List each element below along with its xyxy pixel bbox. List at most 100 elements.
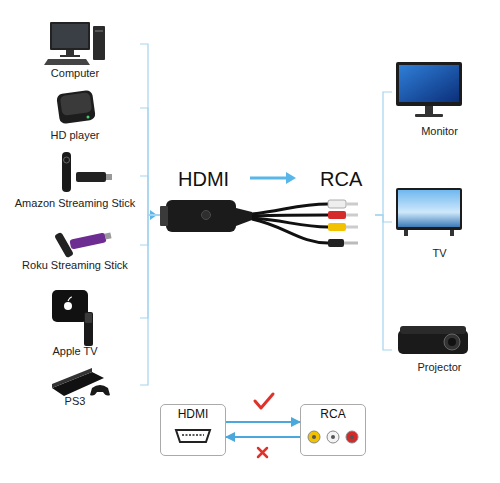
computer-icon — [44, 22, 105, 65]
cross-mark — [258, 448, 267, 457]
hdmi-rca-adapter — [236, 208, 252, 226]
check-mark — [255, 394, 273, 408]
connector-line — [140, 215, 160, 385]
connector-line — [375, 215, 392, 350]
node-label: PS3 — [65, 395, 86, 408]
hd-player-icon — [56, 90, 96, 125]
direction-arrow — [286, 172, 296, 184]
signal-arrow — [226, 421, 300, 423]
apple-tv-icon — [85, 313, 92, 323]
source-device: PS3 — [10, 362, 140, 408]
connector-line — [375, 92, 392, 215]
hdmi-rca-adapter — [252, 215, 328, 216]
rca-jack-symbol — [331, 435, 335, 439]
source-device: Roku Streaming Stick — [10, 228, 140, 272]
node-label: HDMI — [178, 168, 229, 190]
roku-stick-icon — [54, 232, 112, 259]
hdmi-rca-adapter — [346, 203, 358, 206]
hd-player-icon — [87, 116, 90, 119]
projector-icon — [444, 334, 460, 350]
computer-icon — [60, 55, 80, 57]
apple-tv-icon — [84, 312, 93, 346]
roku-stick-icon — [104, 232, 111, 239]
signal-arrow — [226, 436, 300, 438]
node-label: Apple TV — [52, 345, 97, 358]
connector-line — [140, 215, 160, 245]
hdmi-rca-adapter — [160, 206, 168, 226]
streaming-stick-icon — [76, 172, 106, 182]
rca-jack-symbol — [327, 431, 339, 443]
computer-icon — [52, 24, 88, 48]
cross-mark — [258, 448, 267, 457]
rca-jack-symbol — [350, 435, 354, 439]
port-box: HDMI — [160, 404, 226, 456]
projector-icon — [398, 326, 468, 354]
streaming-stick-icon — [106, 174, 112, 180]
hdmi-rca-adapter — [328, 200, 346, 208]
hdmi-rca-adapter — [202, 211, 211, 220]
cross-mark — [258, 448, 267, 457]
hd-player-icon — [56, 90, 96, 125]
source-device: Apple TV — [10, 286, 140, 358]
converter-cable: HDMIRCA — [160, 166, 375, 256]
rca-jack-symbol — [308, 431, 358, 443]
monitor-icon — [396, 62, 462, 106]
hdmi-rca-adapter — [344, 242, 358, 245]
projector-icon — [448, 338, 456, 346]
port-box: RCA — [300, 404, 366, 456]
direction-arrow — [250, 172, 296, 184]
connector-line — [140, 108, 160, 215]
node-label: TV — [432, 247, 446, 260]
apple-tv-icon — [52, 290, 88, 322]
hdmi-rca-adapter — [166, 200, 236, 232]
display-device: Projector — [392, 322, 487, 374]
hdmi-port-symbol — [176, 430, 210, 442]
computer-icon — [95, 30, 103, 32]
tv-icon — [398, 190, 460, 227]
streaming-stick-icon — [64, 157, 70, 163]
display-device: Monitor — [392, 60, 487, 138]
ps3-icon — [52, 368, 92, 388]
connector-line — [140, 44, 160, 215]
hdmi-port-symbol — [182, 434, 204, 436]
tv-icon — [404, 230, 408, 236]
bracket-arrow — [150, 210, 157, 220]
computer-icon — [44, 59, 90, 65]
node-label: Roku Streaming Stick — [22, 259, 128, 272]
tv-icon — [396, 188, 462, 236]
hdmi-rca-adapter — [328, 211, 346, 219]
check-mark — [255, 394, 273, 408]
roku-stick-icon — [69, 232, 106, 249]
hdmi-rca-adapter — [252, 219, 328, 243]
node-label: Amazon Streaming Stick — [15, 197, 135, 210]
ps3-icon — [52, 368, 110, 396]
computer-icon — [66, 50, 74, 55]
bracket-arrow — [150, 210, 157, 220]
streaming-stick-icon — [62, 152, 71, 192]
hdmi-port-symbol — [176, 430, 210, 442]
hdmi-rca-adapter — [160, 200, 358, 247]
hdmi-rca-adapter — [252, 204, 328, 214]
ps3-icon — [90, 385, 110, 396]
hdmi-rca-adapter — [346, 226, 358, 229]
source-device: Computer — [10, 20, 140, 80]
source-device: Amazon Streaming Stick — [10, 150, 140, 210]
apple-tv-icon — [64, 302, 72, 310]
apple-tv-icon — [68, 297, 72, 301]
node-label: RCA — [301, 405, 365, 421]
hdmi-rca-adapter — [328, 223, 346, 231]
node-label: HDMI — [161, 405, 225, 421]
monitor-icon — [396, 62, 462, 117]
display-device: TV — [392, 184, 487, 260]
projector-icon — [400, 326, 466, 334]
streaming-stick-icon — [62, 152, 112, 192]
connector-line — [140, 176, 160, 215]
hdmi-rca-adapter — [328, 239, 344, 247]
node-label: HD player — [51, 129, 100, 142]
monitor-icon — [415, 114, 443, 117]
apple-tv-icon — [52, 290, 93, 346]
monitor-icon — [425, 106, 433, 114]
hd-player-icon — [60, 92, 92, 116]
rca-jack-symbol — [346, 431, 358, 443]
